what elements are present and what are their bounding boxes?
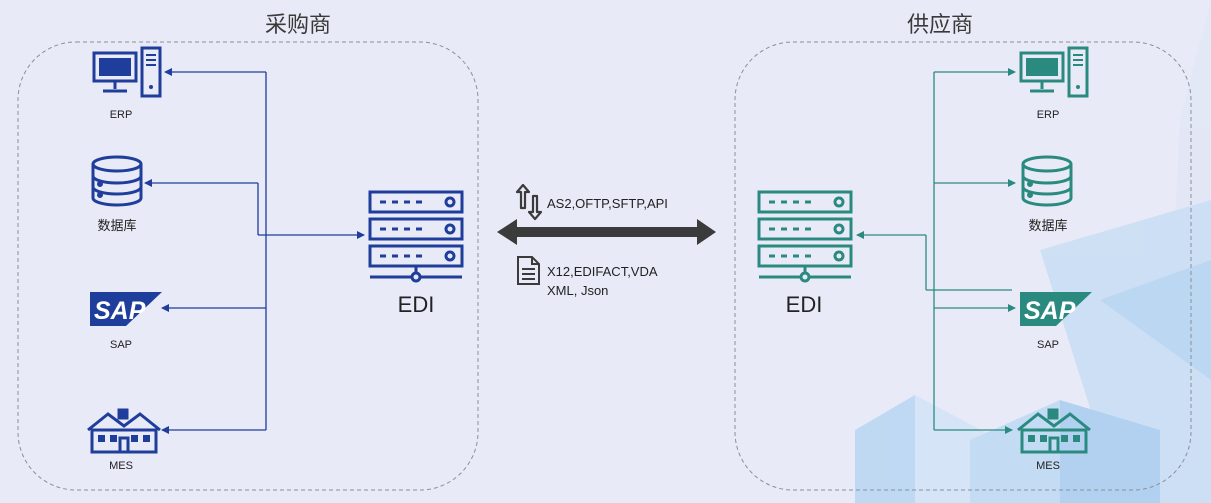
svg-text:SAP: SAP xyxy=(94,297,146,325)
buyer-erp-label: ERP xyxy=(109,109,133,121)
supplier-edi-server-icon xyxy=(757,190,853,283)
supplier-mes-label: MES xyxy=(1036,460,1060,472)
supplier-connectors xyxy=(856,68,1016,434)
buyer-sap-label: SAP xyxy=(109,339,132,351)
buyer-database-icon xyxy=(91,155,143,207)
buyer-edi-server-icon xyxy=(368,190,464,283)
buyer-erp-computer-icon xyxy=(92,46,162,98)
supplier-title: 供应商 xyxy=(906,13,973,38)
svg-text:SAP: SAP xyxy=(1024,297,1076,325)
buyer-database-label: 数据库 xyxy=(97,219,137,234)
document-icon xyxy=(517,256,540,285)
buyer-container xyxy=(17,41,479,491)
supplier-database-label: 数据库 xyxy=(1028,219,1068,234)
protocols-text: AS2,OFTP,SFTP,API xyxy=(547,196,668,211)
supplier-erp-label: ERP xyxy=(1036,109,1060,121)
supplier-edi-label: EDI xyxy=(785,292,823,317)
buyer-mes-factory-icon xyxy=(87,408,161,454)
buyer-connectors xyxy=(144,68,365,434)
buyer-sap-logo: SAP xyxy=(90,292,162,326)
background-decoration xyxy=(855,0,1211,503)
bidirectional-arrow xyxy=(497,219,716,245)
formats-line-2: XML, Json xyxy=(547,283,609,298)
buyer-mes-label: MES xyxy=(109,460,133,472)
supplier-database-icon xyxy=(1021,155,1073,207)
supplier-container xyxy=(734,41,1192,491)
supplier-erp-computer-icon xyxy=(1019,46,1089,98)
buyer-title: 采购商 xyxy=(264,13,331,38)
supplier-sap-label: SAP xyxy=(1036,339,1059,351)
supplier-sap-logo: SAP xyxy=(1020,292,1092,326)
buyer-edi-label: EDI xyxy=(397,292,435,317)
supplier-mes-factory-icon xyxy=(1017,408,1091,454)
formats-line-1: X12,EDIFACT,VDA xyxy=(547,264,658,279)
transfer-icon xyxy=(515,183,543,221)
